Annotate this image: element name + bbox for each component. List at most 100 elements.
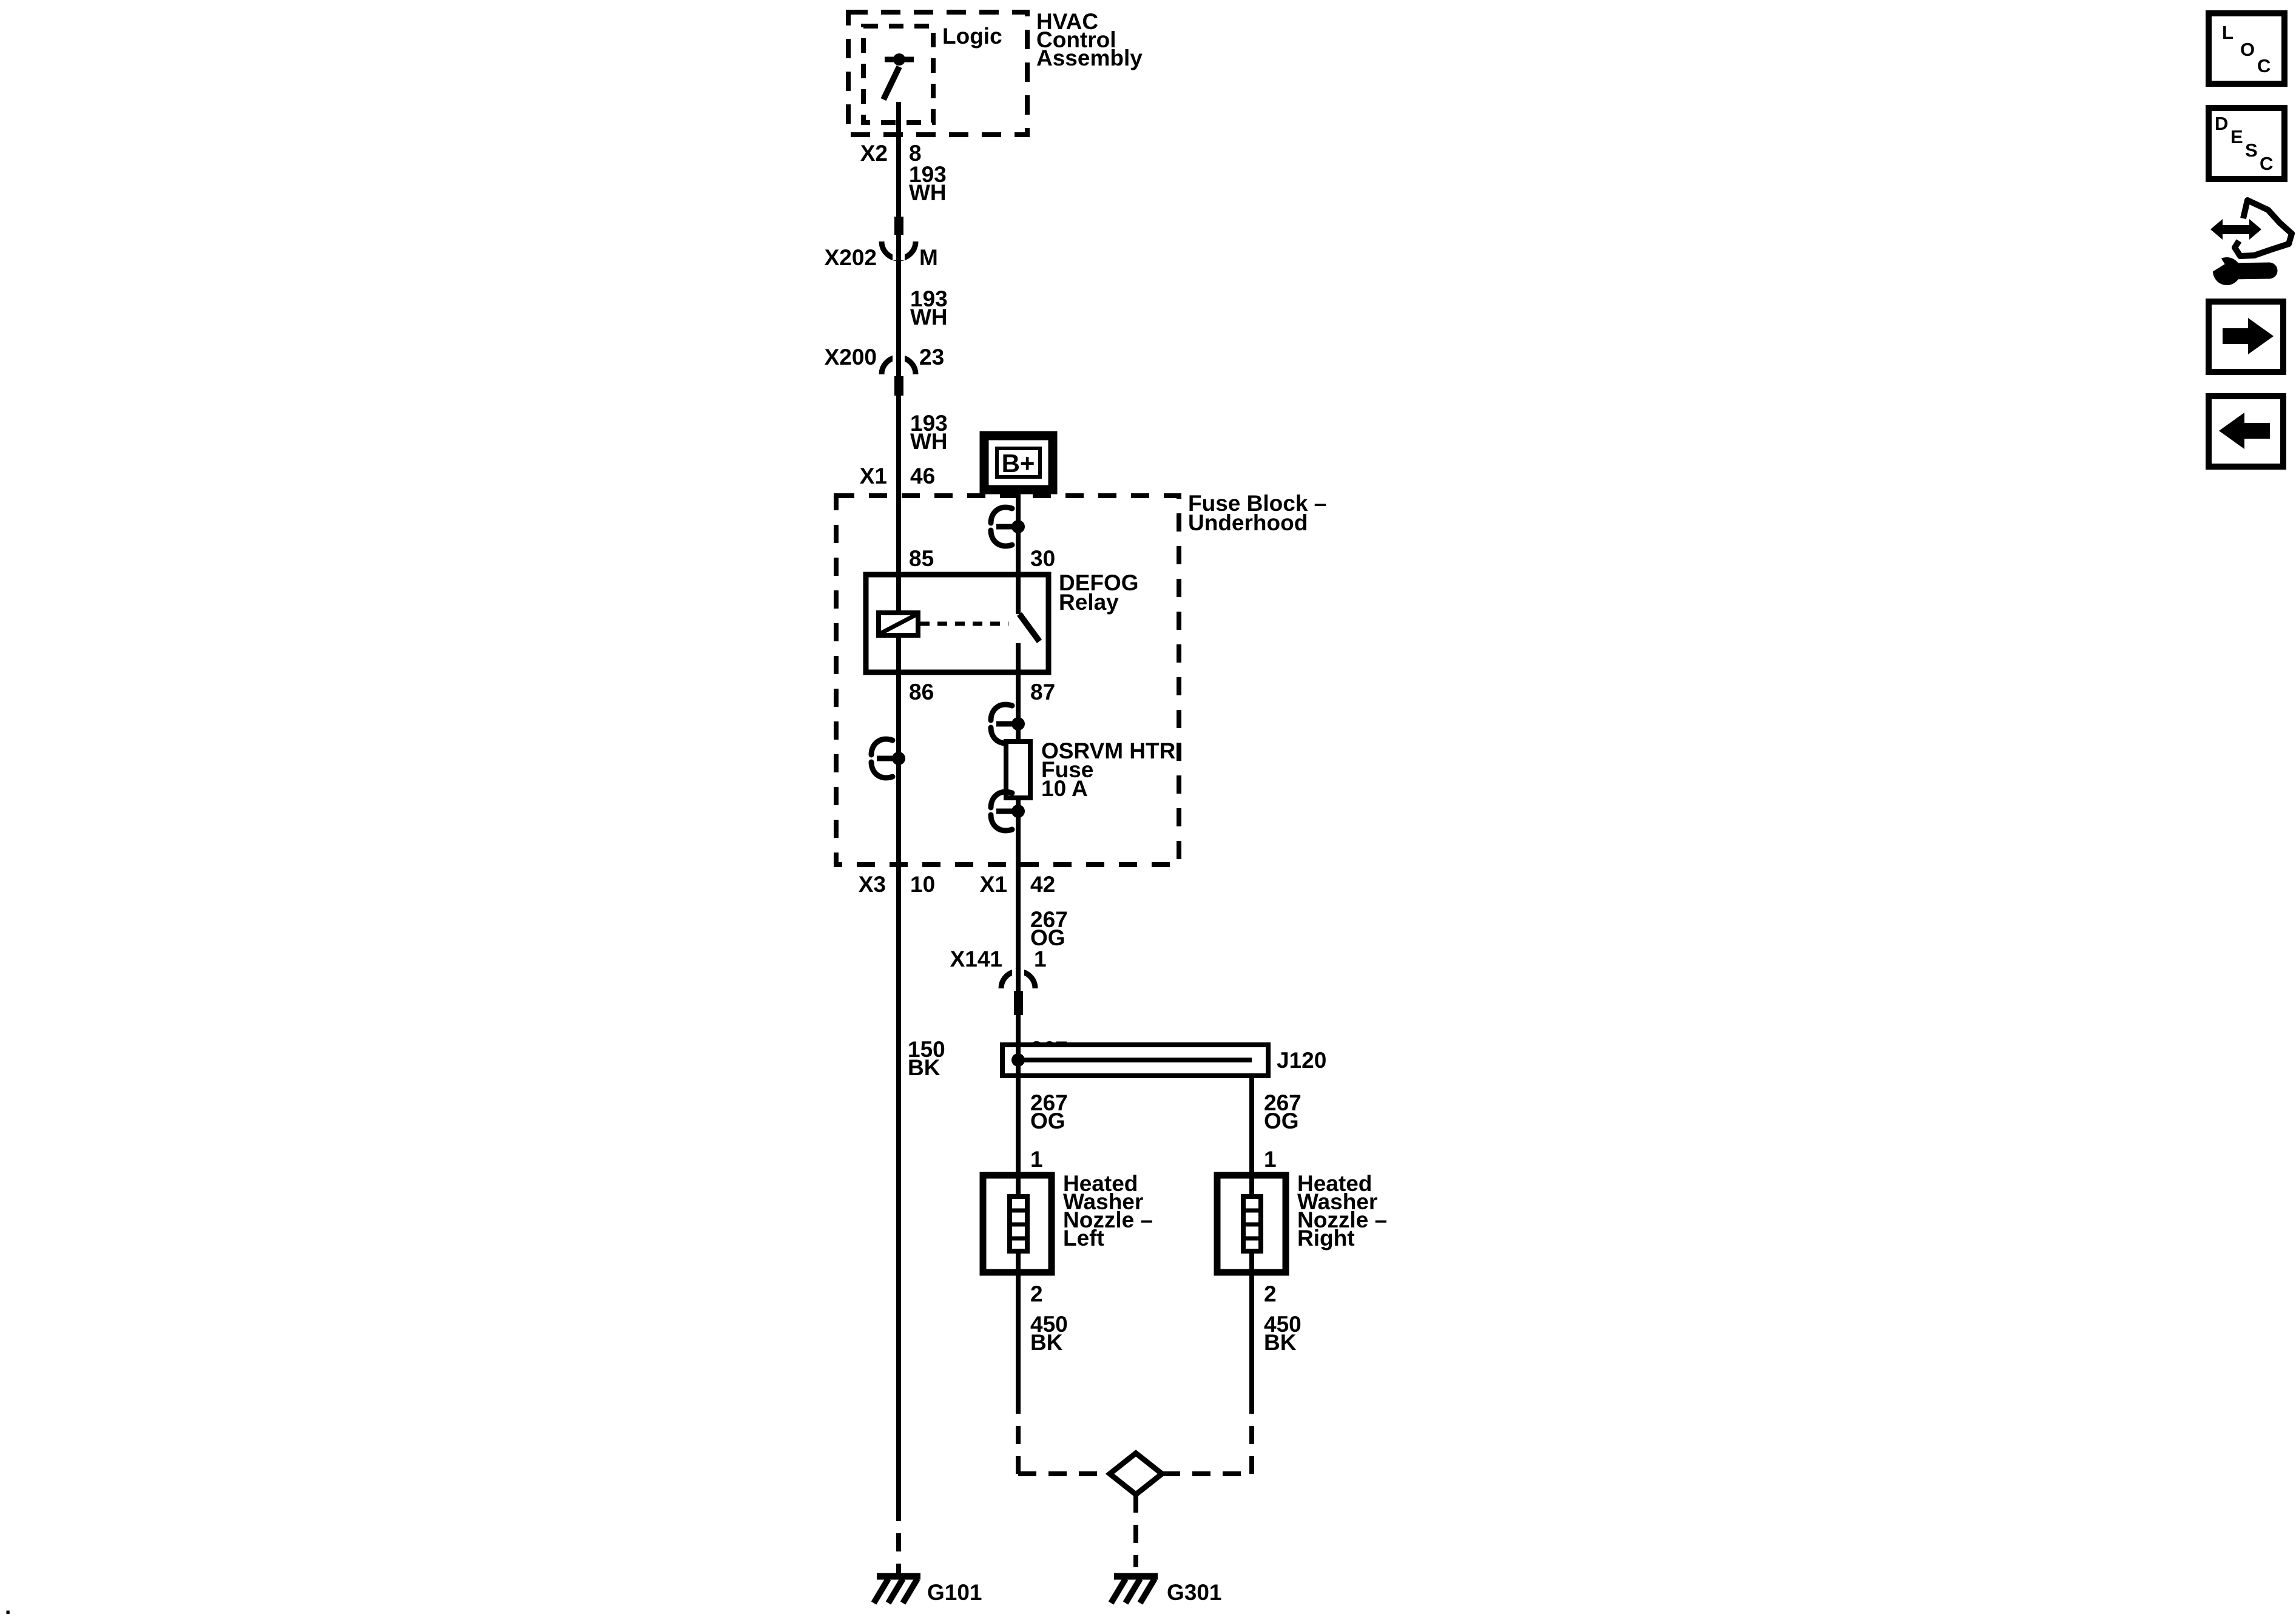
- fuse-name-line3: 10 A: [1041, 776, 1088, 801]
- desc-button-box[interactable]: [2206, 105, 2288, 182]
- nozzle-right-pin-bottom: 2: [1264, 1281, 1277, 1306]
- splice-j120: J120: [1000, 1042, 1326, 1078]
- nozzle-left-box: [979, 1172, 1055, 1276]
- wire-450-right-color: BK: [1264, 1330, 1297, 1355]
- wire-267-circuit-1: 267: [1030, 907, 1068, 932]
- wire-267-color-4: OG: [1264, 1109, 1299, 1133]
- wire-450-left-color: BK: [1030, 1330, 1063, 1355]
- double-arrow-icon: [2210, 219, 2261, 240]
- next-arrow-button[interactable]: [2206, 299, 2286, 375]
- nozzle-left-name-line1: Heated: [1063, 1171, 1138, 1196]
- nozzle-right-name-line3: Nozzle –: [1297, 1207, 1387, 1232]
- logic-box: [861, 24, 936, 125]
- x202-name: X202: [825, 245, 877, 270]
- ground-g301: G301: [1111, 1576, 1222, 1605]
- back-arrow-button[interactable]: [2206, 393, 2286, 470]
- connector-x202: X202 M: [825, 217, 938, 270]
- relay-pin-86: 86: [909, 680, 934, 704]
- relay-pin-30: 30: [1030, 546, 1055, 571]
- hvac-name-line2: Control: [1036, 27, 1116, 52]
- g301-label: G301: [1167, 1580, 1222, 1605]
- loc-button[interactable]: L O C: [2206, 10, 2288, 87]
- hvac-box: [846, 10, 1030, 137]
- wire-267-circuit-4: 267: [1264, 1090, 1302, 1115]
- wire-193-color-2: WH: [910, 305, 948, 329]
- nozzle-right-name-line1: Heated: [1297, 1171, 1372, 1196]
- wire-150-circuit: 150: [908, 1037, 945, 1062]
- logic-switch-icon: [880, 53, 914, 101]
- connector-x200: X200 23: [825, 345, 944, 396]
- vehicle-service-button[interactable]: [2204, 197, 2295, 285]
- wire-193-circuit-1: 193: [909, 162, 947, 187]
- x1-top-name: X1: [860, 464, 887, 488]
- desc-letter-2: E: [2230, 126, 2243, 147]
- fuse-name-line1: OSRVM HTR: [1041, 738, 1175, 763]
- x200-pin: 23: [919, 345, 944, 370]
- nozzle-right-name-line2: Washer: [1297, 1189, 1377, 1214]
- osrvm-htr-fuse: OSRVM HTR Fuse 10 A: [1004, 738, 1175, 801]
- nozzle-left-name-line4: Left: [1063, 1226, 1104, 1251]
- hvac-name-line1: HVAC: [1036, 9, 1098, 34]
- relay-pin-87: 87: [1030, 680, 1055, 704]
- fuse-symbol: [1004, 739, 1033, 800]
- fuse-block-name-line1: Fuse Block –: [1188, 491, 1326, 516]
- hvac-connector-label: X2: [860, 141, 888, 166]
- nozzle-right-box: [1214, 1172, 1289, 1276]
- wire-150-color: BK: [908, 1055, 940, 1080]
- wire-193-circuit-2: 193: [910, 286, 948, 311]
- x200-terminal-icon: [894, 376, 903, 396]
- wrench-icon: [2204, 255, 2278, 285]
- desc-letter-1: D: [2215, 113, 2228, 134]
- loc-letter-1: L: [2222, 22, 2234, 43]
- x202-terminal-icon: [894, 217, 903, 235]
- wire-450-left-circuit: 450: [1030, 1312, 1068, 1337]
- heated-washer-nozzle-left: Heated Washer Nozzle – Left: [979, 1171, 1153, 1276]
- ground-g101: G101: [874, 1576, 982, 1605]
- nozzle-left-heater-icon: [1007, 1194, 1030, 1254]
- b-plus-inner-box: [995, 447, 1042, 479]
- relay-pin-85: 85: [909, 546, 934, 571]
- desc-letter-4: C: [2260, 153, 2273, 174]
- wire-193-color-1: WH: [909, 180, 947, 205]
- wire-193-color-3: WH: [910, 429, 948, 454]
- logic-label: Logic: [942, 24, 1002, 49]
- x3-bottom-name: X3: [859, 872, 886, 897]
- x141-pin: 1: [1034, 947, 1047, 971]
- circuit-wires: [896, 102, 1254, 1574]
- wire-267-circuit-3: 267: [1030, 1090, 1068, 1115]
- fuse-name-line2: Fuse: [1041, 757, 1093, 782]
- defog-relay: 85 30 86 87 DEFOG Relay: [863, 546, 1139, 704]
- ground-symbol-g301: [1111, 1576, 1158, 1603]
- j120-label: J120: [1277, 1048, 1326, 1073]
- b-plus-label: B+: [1002, 449, 1035, 478]
- hvac-control-assembly: Logic HVAC Control Assembly X2 8: [846, 9, 1143, 166]
- vehicle-outline-icon: [2232, 197, 2295, 259]
- nozzle-left-name-line3: Nozzle –: [1063, 1207, 1153, 1232]
- x202-pin: M: [919, 245, 938, 270]
- hvac-pin-label: 8: [909, 141, 922, 166]
- x3-bottom-pin: 10: [910, 872, 935, 897]
- relay-name-line2: Relay: [1059, 590, 1119, 615]
- j120-junction-dot: [1011, 1053, 1025, 1067]
- x200-name: X200: [825, 345, 877, 370]
- nozzle-right-name-line4: Right: [1297, 1226, 1355, 1251]
- battery-feed-symbol: B+: [979, 431, 1058, 495]
- loc-button-box[interactable]: [2206, 10, 2288, 87]
- wire-450-right-circuit: 450: [1264, 1312, 1302, 1337]
- right-arrow-icon: [2223, 318, 2274, 354]
- splice-diamond-icon: [1105, 1450, 1167, 1498]
- x141-name: X141: [950, 947, 1002, 971]
- g101-label: G101: [927, 1580, 982, 1605]
- desc-button[interactable]: D E S C: [2206, 105, 2288, 182]
- wire-193-circuit-3: 193: [910, 411, 948, 436]
- connector-x141: X141 1: [950, 947, 1047, 1015]
- relay-box: [863, 572, 1052, 675]
- footer-mark: .: [5, 1594, 11, 1617]
- x141-terminal-icon: [1014, 991, 1023, 1015]
- fuse-block-box: [834, 493, 1181, 867]
- ground-symbol-g101: [874, 1576, 920, 1603]
- left-arrow-icon: [2219, 413, 2270, 449]
- nozzle-left-pin-top: 1: [1030, 1147, 1043, 1172]
- nozzle-left-pin-bottom: 2: [1030, 1281, 1043, 1306]
